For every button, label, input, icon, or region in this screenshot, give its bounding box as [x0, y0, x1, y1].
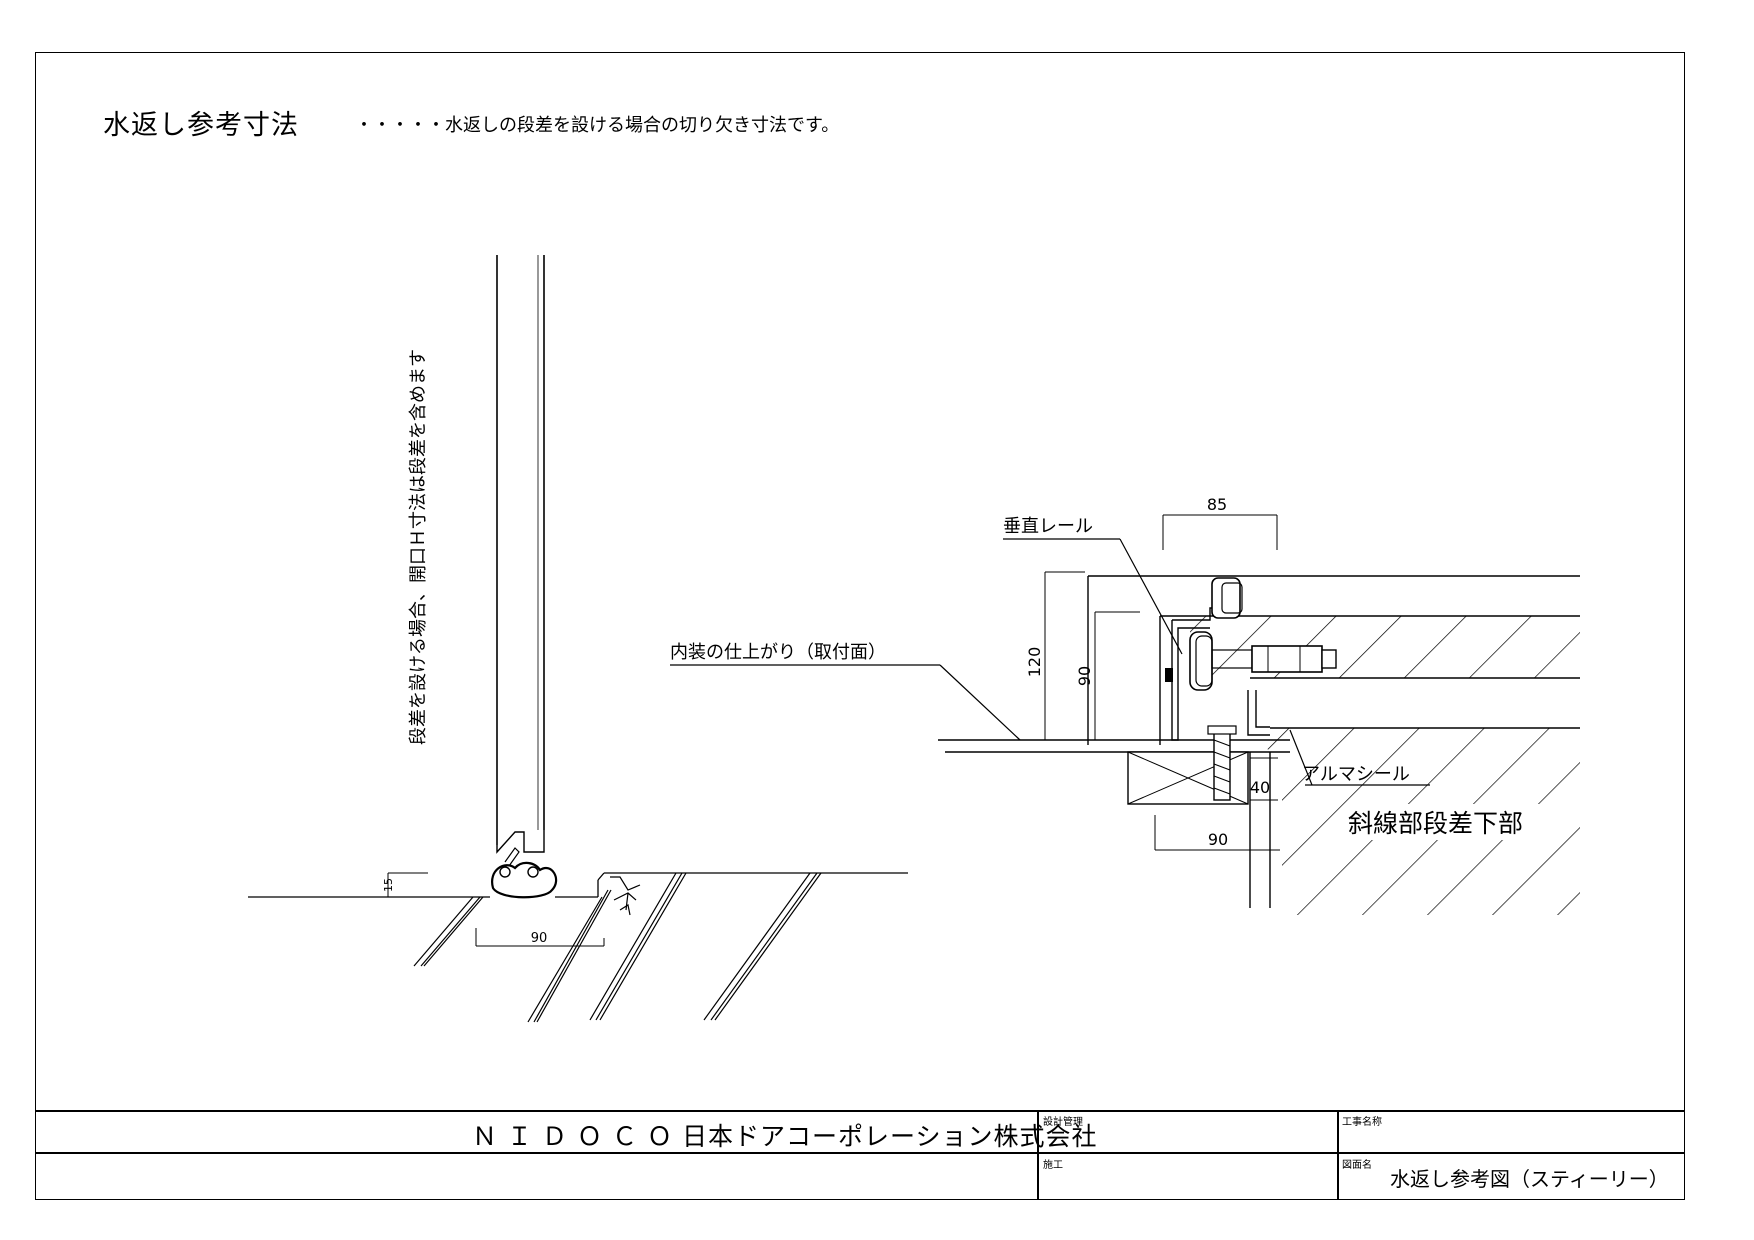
title-block-divider-2 [1337, 1110, 1339, 1199]
label-interior-finish: 内装の仕上がり（取付面） [670, 642, 886, 663]
dim-step-label: 15 [382, 878, 395, 892]
left-detail: 15 90 段差を設ける場合、開口Ｈ寸法は段差を含めます [248, 255, 908, 1023]
label-hatched-area: 斜線部段差下部 [1348, 809, 1523, 838]
drawing-name: 水返し参考図（スティーリー） [1390, 1167, 1669, 1191]
dim-top-label: 85 [1207, 495, 1227, 514]
dim-90-vertical-label: 90 [1075, 666, 1094, 686]
right-detail: 85 120 90 40 90 垂直レール 内装の仕上がり（取付面） アルマシー… [670, 495, 1580, 915]
project-name-label: 工事名称 [1342, 1117, 1382, 1128]
page-subtitle: ・・・・・水返しの段差を設ける場合の切り欠き寸法です。 [355, 115, 840, 136]
drawing-name-label: 図面名 [1342, 1160, 1372, 1171]
company-name-block: ＮＩＤＯＣＯ日本ドアコーポレーション株式会社 [472, 1117, 1098, 1153]
page-title: 水返し参考寸法 [103, 110, 299, 141]
label-alumi-seal: アルマシール [1302, 764, 1410, 785]
title-block-middle-line [35, 1152, 1685, 1154]
title-block-divider-1 [1037, 1110, 1039, 1199]
dim-width-label: 90 [531, 931, 548, 946]
construction-label: 施工 [1043, 1160, 1063, 1171]
dim-40-label: 40 [1250, 778, 1270, 797]
dim-90-bottom-label: 90 [1208, 830, 1228, 849]
title-block-top-line [35, 1110, 1685, 1112]
upper-hatch-region [1190, 616, 1580, 678]
company-name: 日本ドアコーポレーション株式会社 [682, 1122, 1098, 1151]
design-manager-label: 設計管理 [1043, 1117, 1083, 1128]
vertical-note: 段差を設ける場合、開口Ｈ寸法は段差を含めます [408, 349, 429, 745]
company-brand: ＮＩＤＯＣＯ [472, 1122, 683, 1151]
rubber-seal [491, 861, 558, 899]
label-vertical-rail: 垂直レール [1003, 516, 1093, 537]
dim-120-label: 120 [1025, 647, 1044, 678]
drawing-frame [35, 52, 1685, 1200]
bottom-bar [496, 830, 545, 854]
floor-section-hatch [413, 872, 822, 1023]
